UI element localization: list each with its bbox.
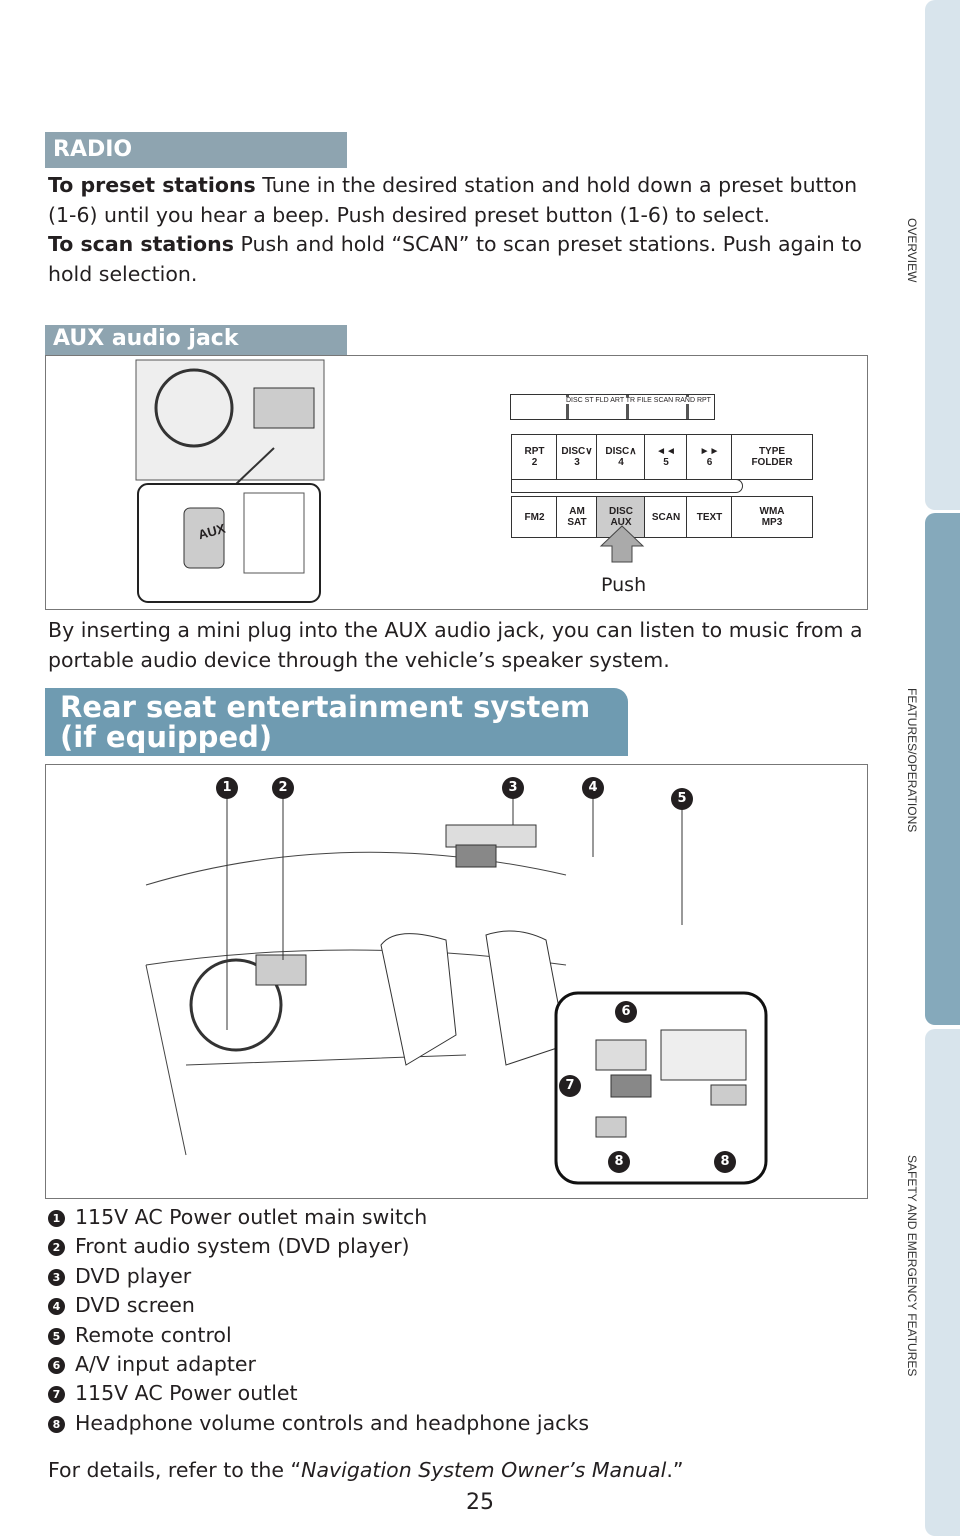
radio-button-scan[interactable]: SCAN	[644, 496, 688, 538]
button-number: 4	[618, 457, 624, 468]
button-sublabel: SAT	[567, 517, 587, 528]
display-indicators: DISC ST FLD ART TR FILE SCAN RAND RPT	[566, 397, 711, 404]
legend-number-badge: 8	[48, 1415, 65, 1433]
rear-header-line1: Rear seat entertainment system	[60, 690, 591, 724]
legend-text: 115V AC Power outlet	[75, 1381, 298, 1406]
legend-item: 6 A/V input adapter	[48, 1352, 256, 1376]
footer-note: For details, refer to the “Navigation Sy…	[48, 1456, 868, 1486]
radio-button-4[interactable]: DISC∧4	[596, 434, 646, 480]
legend-text: A/V input adapter	[75, 1352, 256, 1376]
radio-button-text[interactable]: TEXT	[686, 496, 733, 538]
button-number: 2	[531, 457, 538, 468]
button-label: ►►	[699, 446, 720, 457]
scan-title: To scan stations	[48, 232, 234, 256]
aux-illustration: AUX DISC ST FLD ART TR FILE SCAN RAND RP…	[45, 355, 868, 610]
radio-button-fm2[interactable]: FM2	[511, 496, 558, 538]
rear-header-line2: (if equipped)	[60, 720, 273, 754]
button-label: DISC∧	[605, 446, 637, 457]
legend-text: 115V AC Power outlet main switch	[75, 1205, 428, 1229]
manual-title: Navigation System Owner’s Manual	[301, 1458, 667, 1482]
button-label: ◄◄	[656, 446, 676, 457]
legend-item: 1 115V AC Power outlet main switch	[48, 1205, 427, 1229]
radio-header: RADIO	[45, 132, 347, 168]
radio-button-5[interactable]: ◄◄5	[644, 434, 688, 480]
side-label-features: FEATURES/OPERATIONS	[905, 688, 919, 833]
rear-seat-illustration: 1 2 3 4 5 6 7 8 8	[45, 764, 868, 1199]
mp3-label: MP3	[761, 517, 783, 528]
rear-seat-header: Rear seat entertainment system (if equip…	[45, 688, 628, 756]
legend-item: 5 Remote control	[48, 1323, 232, 1347]
legend-text: Headphone volume controls and headphone …	[75, 1410, 590, 1435]
legend-number-badge: 5	[48, 1327, 65, 1345]
radio-button-6[interactable]: ►►6	[686, 434, 733, 480]
legend-number-badge: 1	[48, 1210, 65, 1227]
radio-instructions: To preset stations Tune in the desired s…	[48, 171, 868, 289]
push-arrow-icon	[599, 525, 645, 563]
callout-8a: 8	[608, 1151, 630, 1173]
disc-slot	[511, 479, 743, 493]
legend-number-badge: 2	[48, 1239, 65, 1257]
footer-suffix: .”	[666, 1458, 684, 1482]
callout-4: 4	[582, 777, 604, 799]
button-label: DISC∨	[561, 446, 593, 457]
callout-2: 2	[272, 777, 294, 799]
push-label: Push	[601, 574, 647, 596]
preset-title: To preset stations	[48, 173, 256, 197]
folder-label: FOLDER	[751, 457, 793, 468]
aux-description: By inserting a mini plug into the AUX au…	[48, 618, 863, 672]
legend-item: 2 Front audio system (DVD player)	[48, 1234, 410, 1258]
radio-display: DISC ST FLD ART TR FILE SCAN RAND RPT	[510, 394, 715, 420]
button-label: SCAN	[651, 511, 681, 523]
button-sublabel: AUX	[610, 517, 632, 528]
side-tab-safety[interactable]	[925, 1029, 960, 1536]
legend-text: DVD screen	[75, 1293, 195, 1318]
scan-text: Push and hold “SCAN” to scan preset stat…	[48, 232, 862, 286]
type-label: TYPE	[758, 446, 786, 457]
side-tab-overview[interactable]	[925, 0, 960, 510]
radio-button-3[interactable]: DISC∨3	[556, 434, 598, 480]
aux-header: AUX audio jack	[45, 325, 347, 355]
callout-6: 6	[615, 1001, 637, 1023]
button-number: 5	[663, 457, 669, 468]
legend-number-badge: 3	[48, 1268, 65, 1286]
button-label: AM	[569, 506, 585, 517]
legend-number-badge: 4	[48, 1298, 65, 1316]
button-number: 3	[574, 457, 580, 468]
button-label: DISC	[609, 506, 633, 517]
preset-text: Tune in the desired station and hold dow…	[48, 173, 858, 227]
button-number: 6	[706, 457, 713, 468]
callout-5: 5	[671, 788, 693, 810]
legend-item: 4 DVD screen	[48, 1293, 195, 1317]
dashboard-illustration	[135, 359, 325, 603]
callout-3: 3	[502, 777, 524, 799]
legend-text: Front audio system (DVD player)	[75, 1234, 410, 1259]
legend-item: 8 Headphone volume controls and headphone…	[48, 1411, 589, 1435]
button-label: FM2	[524, 511, 545, 523]
legend-item: 7 115V AC Power outlet	[48, 1381, 298, 1405]
vehicle-interior-drawing	[145, 795, 768, 1185]
wma-label: WMA	[759, 506, 785, 517]
button-label: RPT	[524, 446, 545, 457]
button-label: TEXT	[696, 511, 723, 523]
legend-text: Remote control	[75, 1322, 232, 1347]
callout-8b: 8	[714, 1151, 736, 1173]
legend-item: 3 DVD player	[48, 1264, 191, 1288]
callout-7: 7	[559, 1075, 581, 1097]
legend-number-badge: 6	[48, 1357, 65, 1374]
legend-number-badge: 7	[48, 1386, 65, 1404]
page-number: 25	[466, 1490, 494, 1515]
callout-1: 1	[216, 777, 238, 799]
legend-text: DVD player	[75, 1263, 192, 1288]
side-label-safety: SAFETY AND EMERGENCY FEATURES	[905, 1155, 919, 1377]
side-tab-features[interactable]	[925, 513, 960, 1025]
side-label-overview: OVERVIEW	[905, 218, 919, 283]
footer-prefix: For details, refer to the “	[48, 1458, 302, 1482]
